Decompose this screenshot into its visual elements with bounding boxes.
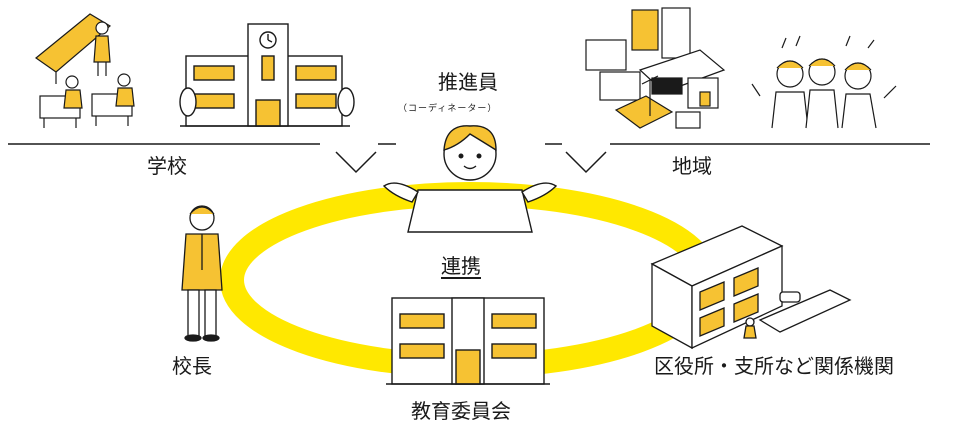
label-coordinator: 推進員 xyxy=(438,70,498,94)
label-community: 地域 xyxy=(672,154,712,178)
principal-person xyxy=(181,205,223,342)
residents-illustration xyxy=(751,35,897,129)
city-illustration xyxy=(585,7,726,129)
top-divider-lines xyxy=(8,143,930,174)
ward-office-building xyxy=(650,225,852,350)
classroom-illustration xyxy=(35,13,135,128)
label-cooperation: 連携 xyxy=(441,254,481,278)
coordinator-person xyxy=(382,125,558,233)
label-coordinator-sub: （コーディネーター） xyxy=(398,104,498,114)
label-principal: 校長 xyxy=(172,354,212,378)
label-related-organizations: 区役所・支所など関係機関 xyxy=(654,354,894,378)
label-board-of-education: 教育委員会 xyxy=(411,399,511,423)
label-school: 学校 xyxy=(147,154,187,178)
school-building xyxy=(179,23,355,127)
board-of-education-building xyxy=(386,297,550,385)
